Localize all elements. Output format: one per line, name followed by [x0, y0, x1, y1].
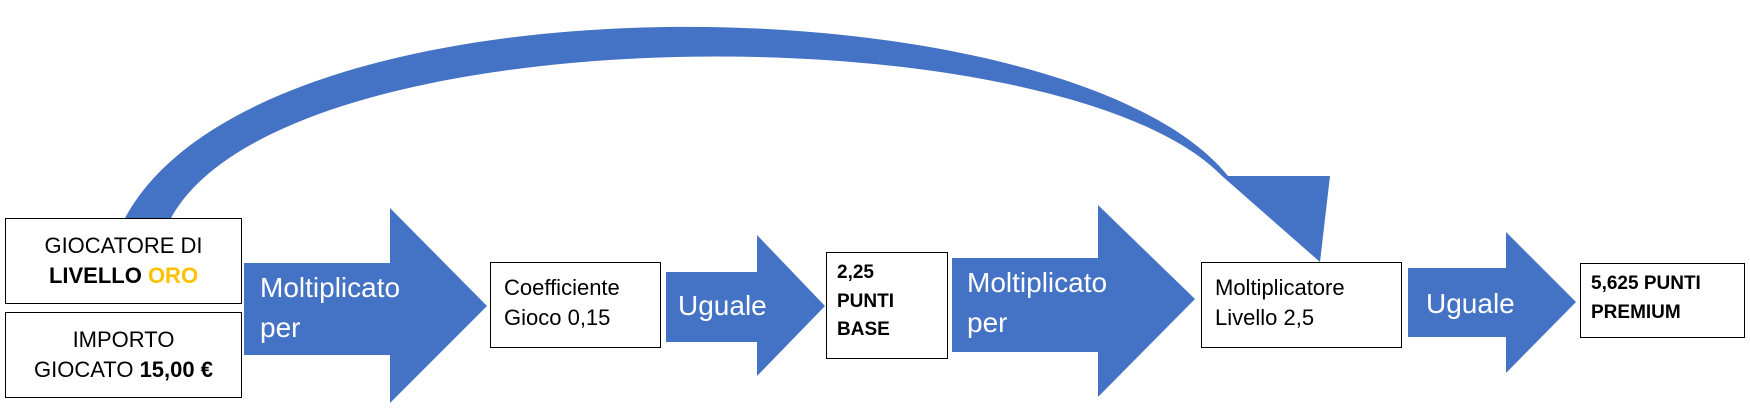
- base-points-line1: 2,25: [837, 262, 874, 283]
- equals-label-2-text: Uguale: [1426, 288, 1515, 319]
- curved-arrow-level-link: [124, 26, 1330, 262]
- multiply-label-1-line1: Moltiplicato: [260, 272, 401, 303]
- block-arrow-multiply-2: [952, 205, 1195, 397]
- amount-box: IMPORTO GIOCATO 15,00 €: [5, 312, 242, 398]
- level-multiplier-line1: Moltiplicatore: [1215, 275, 1345, 300]
- block-arrow-equals-2: [1408, 232, 1576, 373]
- equals-label-1: Uguale: [678, 286, 767, 326]
- amount-line1: IMPORTO: [72, 326, 175, 352]
- premium-points-line1: 5,625 PUNTI: [1591, 273, 1701, 294]
- player-level-prefix: LIVELLO: [48, 263, 148, 288]
- amount-value: 15,00 €: [139, 357, 213, 382]
- game-coefficient-box: Coefficiente Gioco 0,15: [490, 262, 661, 348]
- multiply-label-1: Moltiplicato per: [260, 268, 400, 348]
- game-coefficient-line1: Coefficiente: [504, 275, 620, 300]
- level-multiplier-box: Moltiplicatore Livello 2,5: [1201, 262, 1402, 348]
- premium-points-line2: PREMIUM: [1591, 301, 1681, 323]
- premium-points-box: 5,625 PUNTI PREMIUM: [1580, 263, 1745, 338]
- equals-label-1-text: Uguale: [678, 290, 767, 321]
- game-coefficient-line2: Gioco 0,15: [504, 305, 611, 331]
- equals-label-2: Uguale: [1426, 284, 1515, 324]
- base-points-line3: BASE: [837, 319, 890, 340]
- player-level-line1: GIOCATORE DI: [44, 232, 203, 258]
- block-arrow-multiply-1: [244, 208, 487, 403]
- player-level-value: ORO: [147, 263, 199, 288]
- multiply-label-2: Moltiplicato per: [967, 263, 1107, 343]
- amount-prefix: GIOCATO: [34, 357, 140, 382]
- player-level-line2: LIVELLO ORO: [6, 261, 241, 291]
- multiply-label-2-line1: Moltiplicato: [967, 267, 1108, 298]
- player-level-box: GIOCATORE DI LIVELLO ORO: [5, 218, 242, 304]
- amount-line2: GIOCATO 15,00 €: [6, 355, 241, 385]
- multiply-label-1-line2: per: [260, 311, 301, 343]
- base-points-line2: PUNTI: [837, 290, 894, 312]
- multiply-label-2-line2: per: [967, 306, 1008, 338]
- level-multiplier-line2: Livello 2,5: [1215, 305, 1315, 331]
- base-points-box: 2,25 PUNTI BASE: [826, 252, 948, 359]
- block-arrow-equals-1: [666, 235, 825, 376]
